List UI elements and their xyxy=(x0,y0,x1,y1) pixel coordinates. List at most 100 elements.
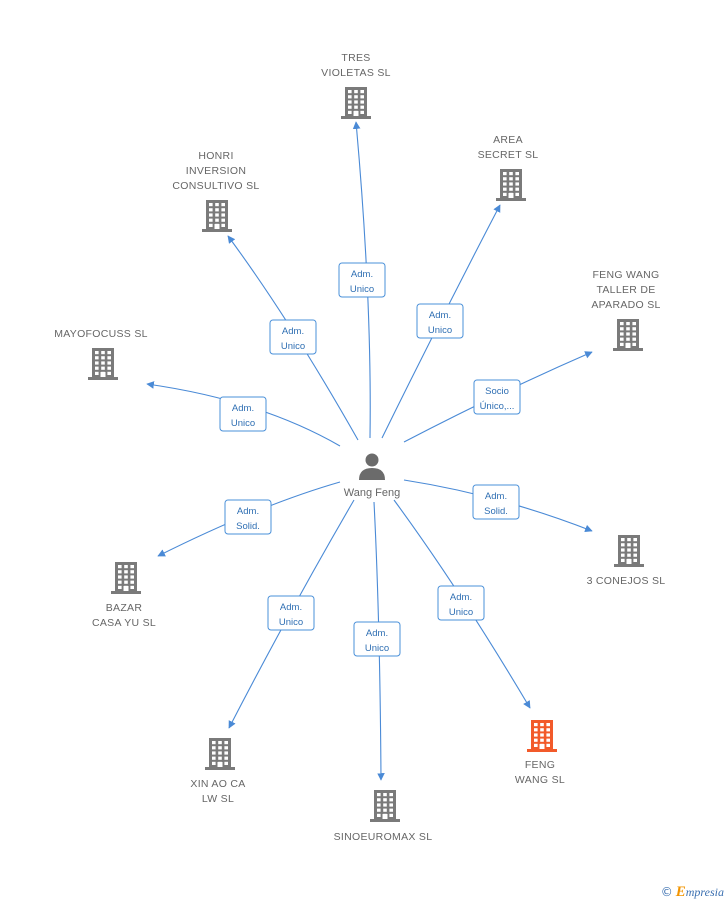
company-node-tresconejos[interactable]: 3 CONEJOS SL xyxy=(587,535,666,587)
building-base xyxy=(527,749,557,752)
role-box xyxy=(472,484,520,520)
building-window xyxy=(354,95,358,99)
building-window xyxy=(534,733,538,737)
company-label: CASA YU SL xyxy=(92,617,156,629)
building-icon xyxy=(527,720,557,752)
building-window xyxy=(540,728,544,732)
building-window xyxy=(118,585,122,589)
building-window xyxy=(354,100,358,104)
role-badge-honri[interactable]: Adm. Unico xyxy=(269,319,317,355)
building-window xyxy=(360,110,364,114)
role-text: Adm. xyxy=(485,491,507,502)
role-badge-xinao[interactable]: Adm.Unico xyxy=(267,595,315,631)
building-window xyxy=(377,798,381,802)
building-window xyxy=(377,803,381,807)
company-node-xinao[interactable]: XIN AO CA LW SL xyxy=(190,738,245,805)
company-label: MAYOFOCUSS SL xyxy=(54,328,148,340)
company-label: INVERSION xyxy=(186,165,246,177)
role-badge-mayofocuss[interactable]: Adm.Unico xyxy=(219,396,267,432)
building-window xyxy=(360,95,364,99)
building-icon xyxy=(205,738,235,770)
copyright-icon: © xyxy=(660,885,673,899)
role-text: Adm. xyxy=(282,326,304,337)
role-text: Solid. xyxy=(236,521,260,532)
brand-logo-initial: E xyxy=(675,884,686,900)
building-window xyxy=(354,105,358,109)
role-badge-area[interactable]: Adm.Unico xyxy=(416,303,464,339)
building-window xyxy=(515,172,519,176)
building-window xyxy=(130,585,134,589)
role-badge-sinoeuromax[interactable]: Adm.Unico xyxy=(353,621,401,657)
company-node-mayofocuss[interactable]: MAYOFOCUSS SL xyxy=(54,328,148,380)
building-window xyxy=(224,756,228,760)
building-window xyxy=(101,366,105,370)
building-window xyxy=(107,361,111,365)
building-window xyxy=(383,793,387,797)
building-window xyxy=(118,575,122,579)
building-window xyxy=(124,570,128,574)
building-window xyxy=(130,570,134,574)
person-node[interactable]: Wang Feng xyxy=(344,453,400,500)
role-badge-bazar[interactable]: Adm.Solid. xyxy=(224,499,272,535)
building-window xyxy=(95,351,99,355)
role-box xyxy=(224,499,272,535)
building-window xyxy=(540,738,544,742)
role-badge-fengwangtaller[interactable]: SocioÚnico,... xyxy=(473,379,521,415)
role-text: Unico xyxy=(428,325,452,336)
building-window xyxy=(534,738,538,742)
building-window xyxy=(515,187,519,191)
building-window xyxy=(212,746,216,750)
building-window xyxy=(503,182,507,186)
building-window xyxy=(221,208,225,212)
building-window xyxy=(95,371,99,375)
building-window xyxy=(503,187,507,191)
building-window xyxy=(218,756,222,760)
building-window xyxy=(621,543,625,547)
building-window xyxy=(626,332,630,336)
building-window xyxy=(354,90,358,94)
building-window xyxy=(627,543,631,547)
company-label: LW SL xyxy=(202,793,234,805)
role-box xyxy=(219,396,267,432)
role-text: Unico xyxy=(281,341,305,352)
role-box xyxy=(416,303,464,339)
building-window xyxy=(130,575,134,579)
building-door xyxy=(214,224,220,229)
building-window xyxy=(224,761,228,765)
building-window xyxy=(626,327,630,331)
role-badge-tres[interactable]: Adm.Unico xyxy=(338,262,386,298)
building-window xyxy=(218,746,222,750)
building-window xyxy=(633,558,637,562)
building-window xyxy=(632,342,636,346)
building-window xyxy=(95,356,99,360)
building-window xyxy=(224,746,228,750)
building-window xyxy=(224,741,228,745)
building-window xyxy=(107,351,111,355)
building-window xyxy=(124,575,128,579)
building-window xyxy=(215,203,219,207)
building-window xyxy=(626,337,630,341)
building-window xyxy=(509,187,513,191)
role-badge-fengwang[interactable]: Adm.Unico xyxy=(437,585,485,621)
building-window xyxy=(348,100,352,104)
role-box xyxy=(269,319,317,355)
company-label: XIN AO CA xyxy=(190,778,245,790)
building-window xyxy=(540,733,544,737)
building-window xyxy=(130,565,134,569)
company-label: 3 CONEJOS SL xyxy=(587,575,666,587)
building-base xyxy=(341,116,371,119)
building-window xyxy=(534,743,538,747)
building-window xyxy=(212,761,216,765)
building-window xyxy=(509,177,513,181)
role-badge-tresconejos[interactable]: Adm.Solid. xyxy=(472,484,520,520)
company-node-sinoeuromax[interactable]: SINOEUROMAX SL xyxy=(334,790,433,843)
building-door xyxy=(626,559,632,564)
company-label: VIOLETAS SL xyxy=(321,67,391,79)
building-window xyxy=(632,332,636,336)
